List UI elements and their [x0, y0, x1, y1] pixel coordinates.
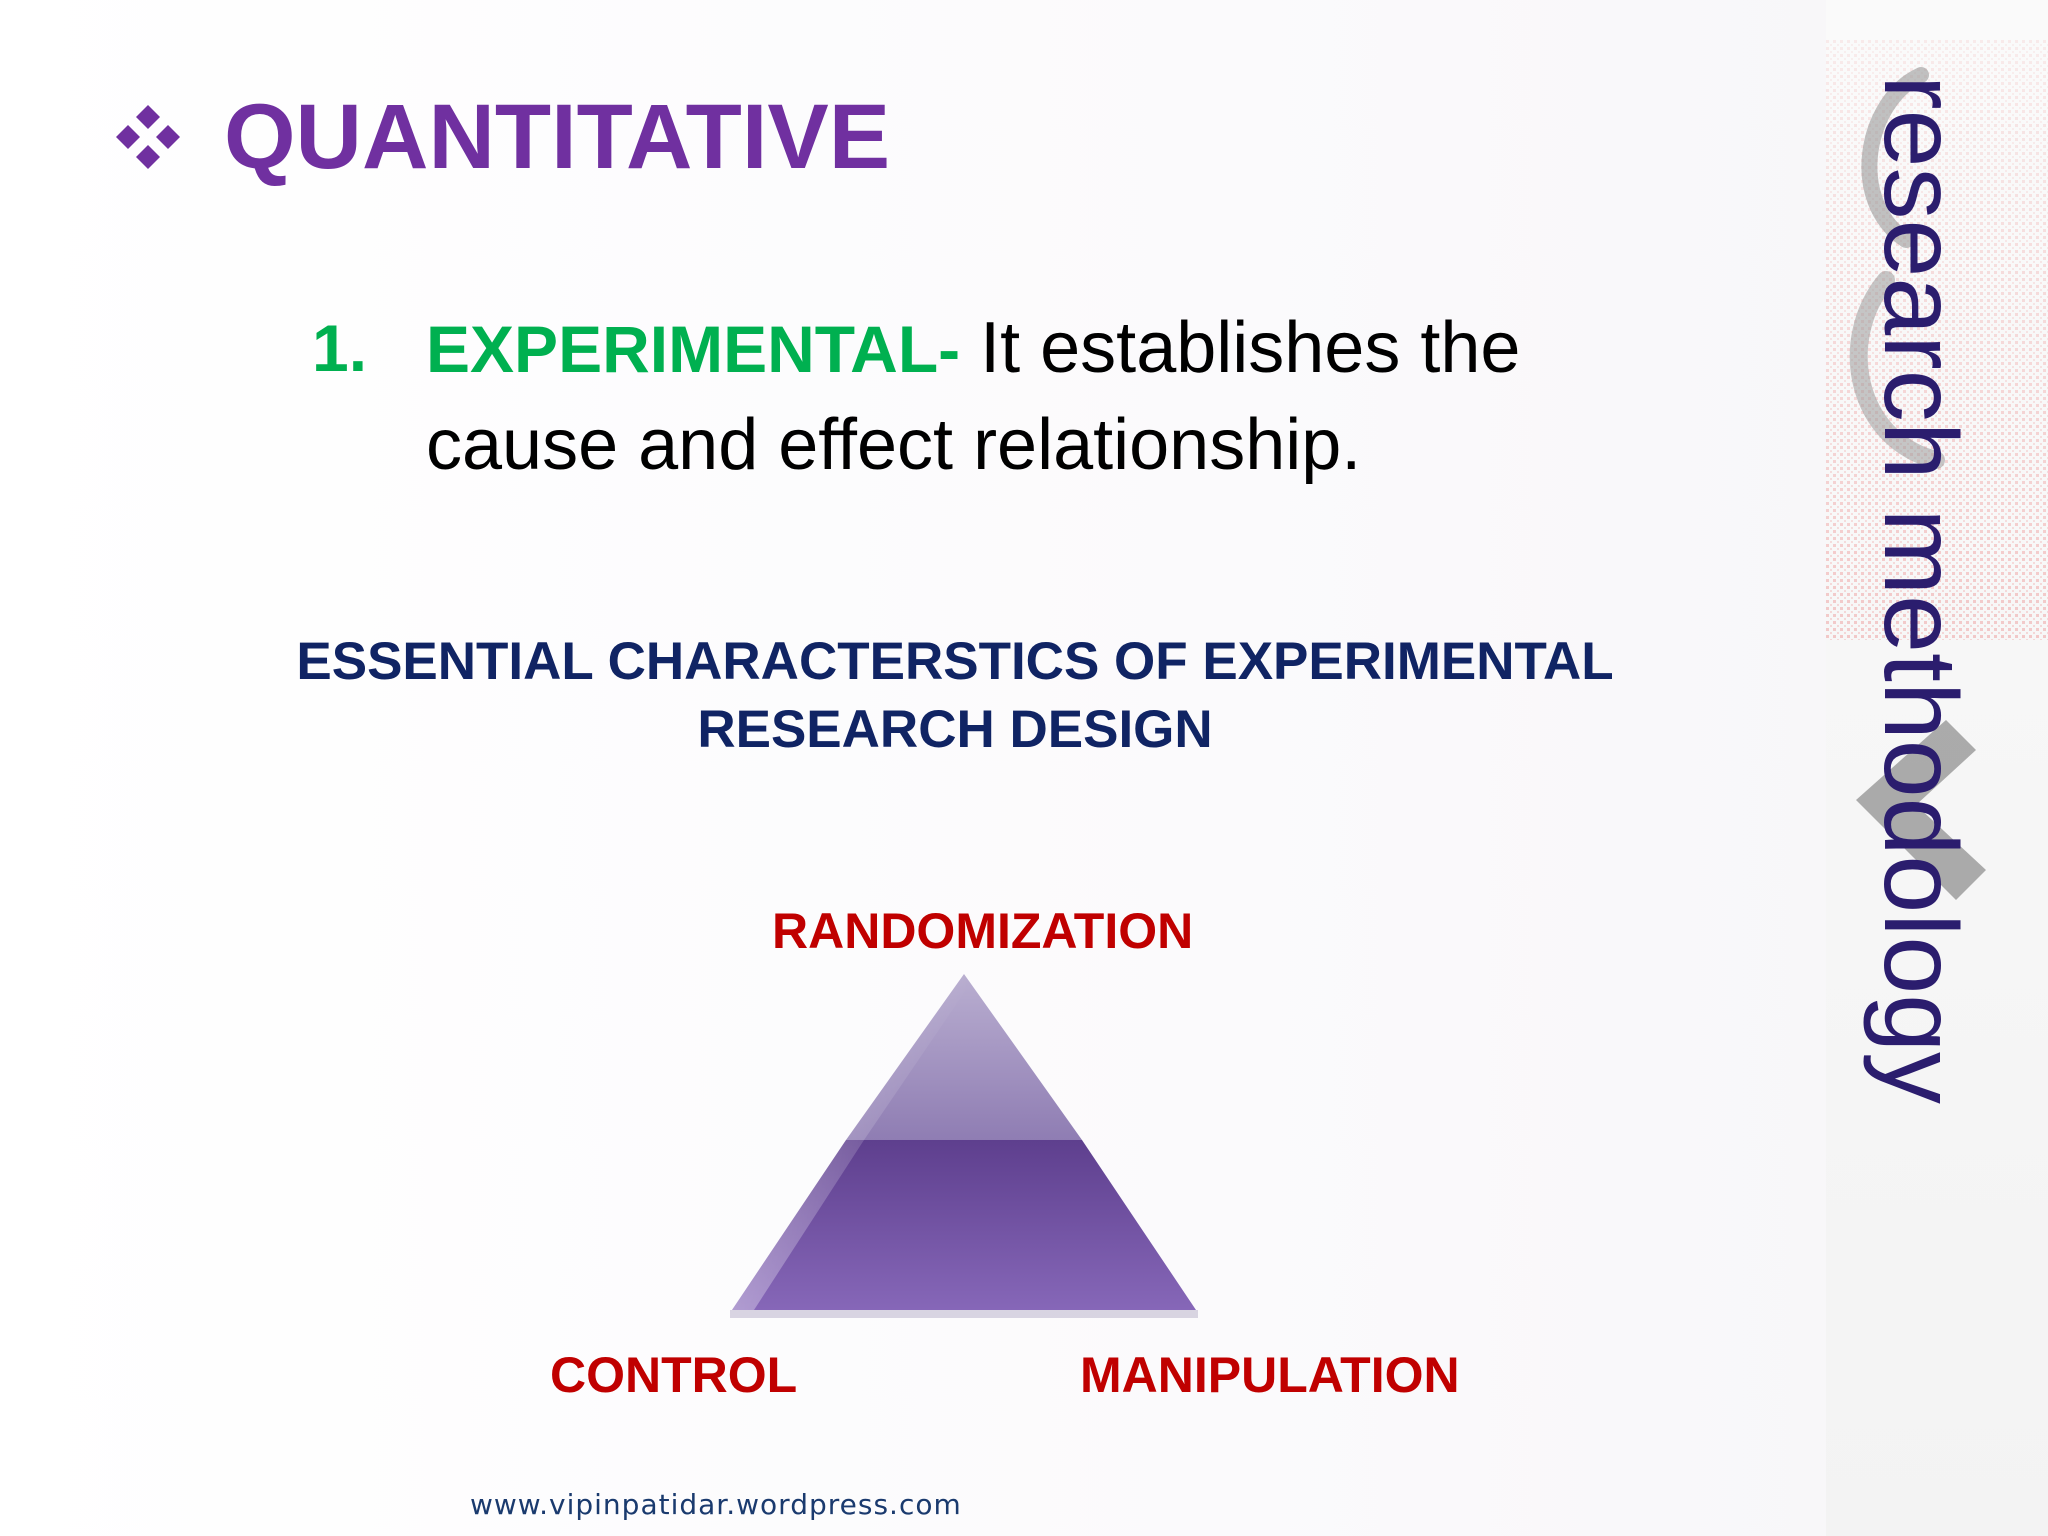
point-body: EXPERIMENTAL- It establishes the cause a…: [426, 300, 1706, 493]
point-number: 1.: [312, 311, 368, 385]
point-text: It establishes the cause and effect rela…: [426, 308, 1521, 485]
diagram-label-left: CONTROL: [550, 1347, 798, 1403]
diagram-label-right: MANIPULATION: [1080, 1347, 1460, 1403]
footer-url: www.vipinpatidar.wordpress.com: [470, 1488, 962, 1521]
subheading: ESSENTIAL CHARACTERSTICS OF EXPERIMENTAL…: [296, 632, 1614, 759]
heading-text: QUANTITATIVE: [224, 86, 891, 188]
diagram-label-top: RANDOMIZATION: [772, 903, 1194, 959]
point-label: EXPERIMENTAL-: [426, 312, 961, 386]
side-decoration: [1826, 40, 2048, 900]
pyramid-diagram: [730, 974, 1198, 1318]
side-title: research methodology: [1862, 75, 1978, 1105]
four-diamond-bullet-icon: [116, 105, 180, 169]
slide-heading: QUANTITATIVE: [112, 82, 890, 192]
